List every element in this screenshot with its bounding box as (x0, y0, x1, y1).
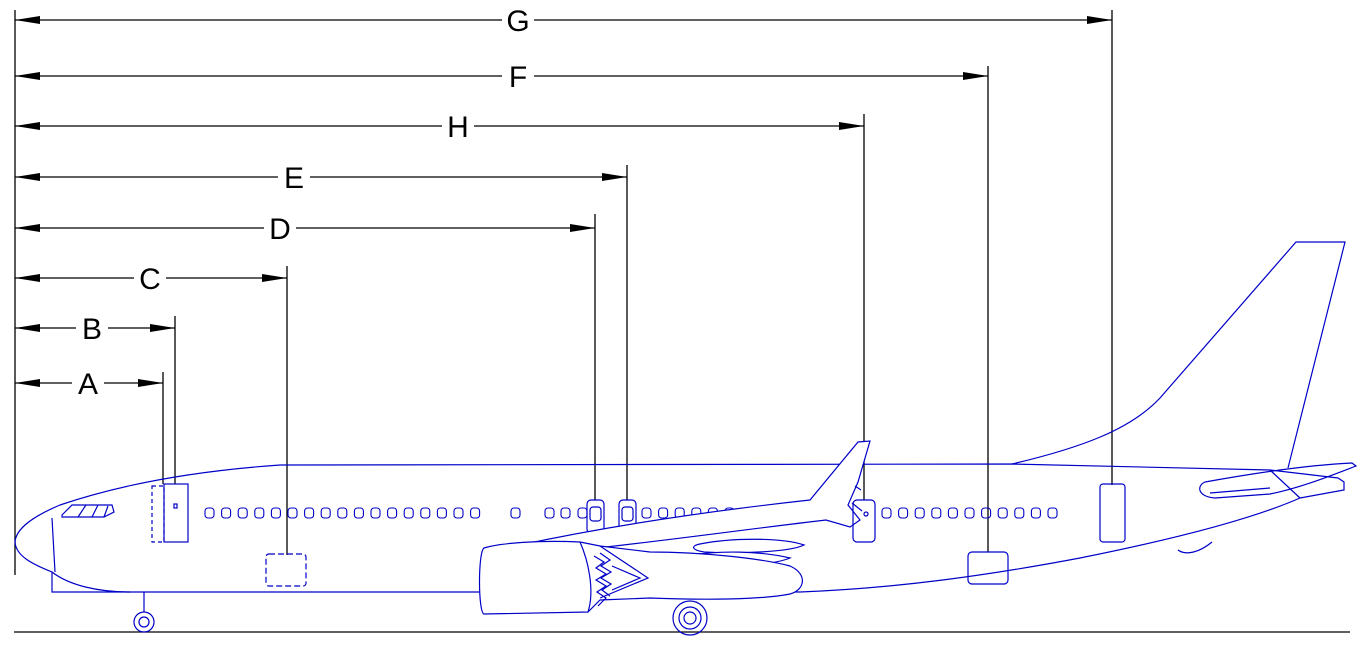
cabin-window (237, 507, 248, 519)
flap-fairings (693, 538, 806, 554)
cabin-window (914, 507, 925, 519)
dimension-a: A (15, 368, 164, 484)
aft-entry-door (1099, 483, 1126, 543)
cabin-window (931, 507, 942, 519)
dimension-label-c: C (139, 263, 161, 296)
cabin-window (560, 507, 571, 519)
forward-entry-door (163, 483, 189, 543)
cabin-window (337, 507, 348, 519)
arrowhead (963, 72, 988, 80)
dimension-label-f: F (509, 61, 527, 94)
arrowhead (15, 324, 40, 332)
horizontal-stabilizer (1199, 462, 1358, 499)
fuselage (14, 463, 1302, 593)
cabin-window (287, 507, 298, 519)
cabin-window (353, 507, 364, 519)
cockpit-windows (61, 504, 115, 518)
cabin-window (544, 507, 555, 519)
cabin-window (221, 507, 232, 519)
cabin-window (1047, 507, 1058, 519)
wing (519, 440, 871, 553)
cabin-window (470, 507, 481, 519)
cabin-window (254, 507, 265, 519)
cabin-window (370, 507, 381, 519)
cabin-window (270, 507, 281, 519)
dimension-lines: GF H ED C BA (15, 5, 1113, 555)
arrowhead (15, 16, 40, 24)
dimension-e: E (15, 162, 628, 500)
cabin-window (1014, 507, 1025, 519)
cabin-window (510, 507, 521, 519)
dimension-d: D (15, 213, 596, 500)
cabin-window (964, 507, 975, 519)
dimension-h: H (15, 111, 865, 500)
cabin-window (403, 507, 414, 519)
arrowhead (15, 379, 40, 387)
arrowhead (15, 122, 40, 130)
dimension-label-g: G (506, 5, 529, 38)
vertical-stabilizer (1011, 241, 1346, 469)
engine-chevrons (593, 555, 608, 607)
arrowhead (15, 224, 40, 232)
aircraft-side-view (14, 241, 1358, 636)
cabin-window (947, 507, 958, 519)
arrowhead (839, 122, 864, 130)
aft-cargo-door (967, 551, 1009, 585)
cabin-window (641, 507, 652, 519)
arrowhead (15, 72, 40, 80)
cabin-window (204, 507, 215, 519)
cabin-window (1030, 507, 1041, 519)
arrowhead (570, 224, 595, 232)
dimension-f: F (15, 61, 989, 552)
cabin-window (304, 507, 315, 519)
main-landing-gear (672, 600, 708, 636)
dimension-label-e: E (284, 162, 304, 195)
dimension-b: B (15, 313, 176, 484)
arrowhead (15, 274, 40, 282)
aft-overwing-exit (852, 499, 876, 543)
cabin-window (420, 507, 431, 519)
cabin-window (997, 507, 1008, 519)
cabin-window (898, 507, 909, 519)
cabin-window (387, 507, 398, 519)
dimension-label-d: D (269, 213, 291, 246)
cabin-window (881, 507, 892, 519)
dimension-label-a: A (78, 368, 98, 401)
arrowhead (15, 173, 40, 181)
dimension-c: C (15, 263, 288, 555)
cabin-window (981, 507, 992, 519)
cabin-window (453, 507, 464, 519)
engine-nacelle (478, 540, 803, 615)
dimension-label-b: B (82, 313, 102, 346)
arrowhead (138, 379, 163, 387)
nose-landing-gear (133, 592, 155, 633)
cabin-window (436, 507, 447, 519)
arrowhead (1087, 16, 1112, 24)
cabin-window (320, 507, 331, 519)
tail-cone (1269, 469, 1345, 499)
forward-cargo-door (265, 553, 307, 587)
dimension-label-h: H (447, 111, 469, 144)
arrowhead (602, 173, 627, 181)
cabin-window (658, 507, 669, 519)
dimension-g: G (15, 5, 1113, 485)
cabin-windows (204, 507, 1058, 519)
cabin-window (577, 507, 588, 519)
arrowhead (150, 324, 175, 332)
arrowhead (262, 274, 287, 282)
